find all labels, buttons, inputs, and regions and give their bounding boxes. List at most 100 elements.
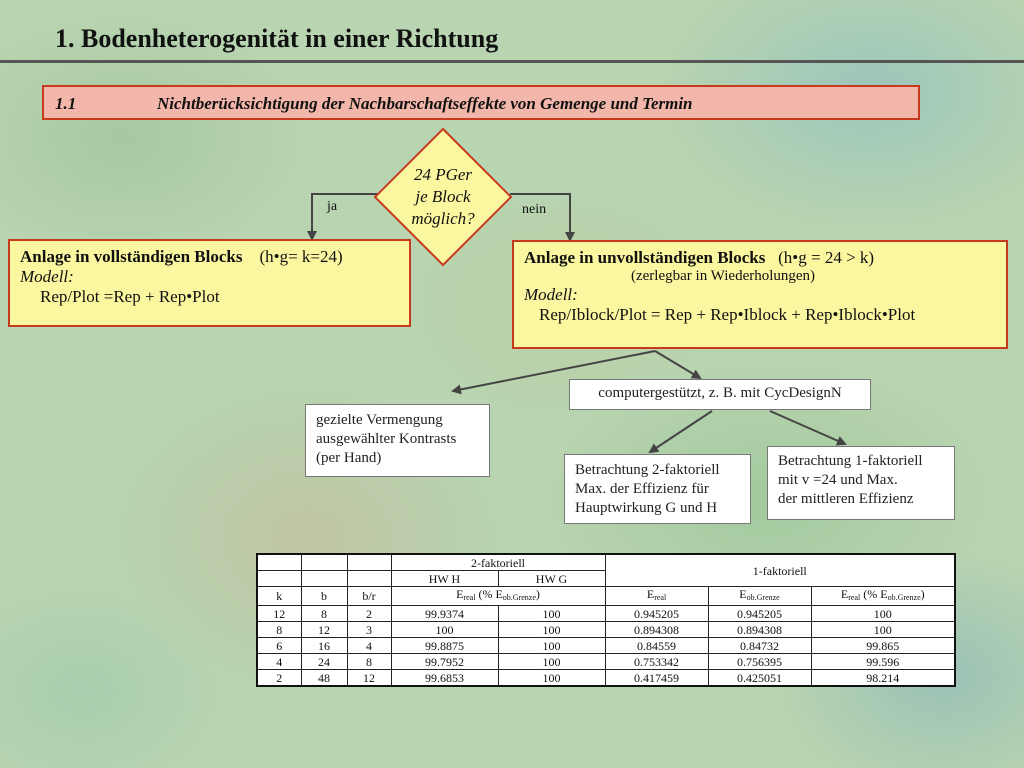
cell-e-pct: 99.865: [810, 637, 956, 654]
cell-b-r: 8: [346, 653, 392, 670]
cell-b: 12: [300, 621, 348, 638]
cell-hw-h: 99.7952: [390, 653, 499, 670]
cell-e-real: 0.84559: [604, 637, 709, 654]
cell-k: 12: [256, 605, 302, 622]
header-blank: [300, 553, 348, 571]
cell-hw-g: 100: [497, 637, 606, 654]
one-factorial-line-1: Betrachtung 1-faktoriell: [778, 453, 923, 469]
manual-line-1: gezielte Vermengung: [316, 412, 443, 428]
e-symbol: E: [739, 587, 747, 602]
decision-line-2: je Block: [413, 187, 471, 206]
header-blank: [256, 570, 302, 587]
table-row: 2 48 12 99.6853 100 0.417459 0.425051 98…: [256, 669, 956, 687]
one-factorial-line-3: der mittleren Effizienz: [778, 491, 914, 507]
cell-e-grenze: 0.425051: [707, 669, 812, 687]
cell-hw-g: 100: [497, 669, 606, 687]
cell-hw-h: 100: [390, 621, 499, 638]
complete-blocks-box: Anlage in vollständigen Blocks (h•g= k=2…: [8, 239, 411, 327]
incomplete-blocks-model: Rep/Iblock/Plot = Rep + Rep•Iblock + Rep…: [539, 305, 916, 324]
connector-yes: [307, 193, 383, 241]
subtitle-text: Nichtberücksichtigung der Nachbarschafts…: [157, 94, 693, 113]
cell-e-grenze: 0.756395: [707, 653, 812, 670]
e-sub-grenze: ob.Grenze: [746, 593, 780, 602]
one-factorial-line-2: mit v =24 und Max.: [778, 472, 898, 488]
table-header-row-3: k b b/r Ereal (% Eob.Grenze) Ereal Eob.G…: [256, 586, 956, 606]
complete-blocks-title: Anlage in vollständigen Blocks: [20, 247, 243, 266]
two-factorial-line-2: Max. der Effizienz für: [575, 481, 709, 497]
e-symbol: E: [456, 587, 464, 602]
e-symbol: E: [840, 587, 849, 602]
complete-blocks-condition: (h•g= k=24): [259, 247, 343, 266]
manual-line-2: ausgewählter Kontrasts: [316, 431, 457, 447]
e-sub-grenze: ob.Grenze: [887, 593, 921, 602]
cell-hw-h: 99.6853: [390, 669, 499, 687]
cell-b-r: 4: [346, 637, 392, 654]
decision-line-1: 24 PGer: [414, 165, 472, 184]
pct-close: ): [920, 587, 925, 602]
header-blank: [300, 570, 348, 587]
cell-k: 4: [256, 653, 302, 670]
table-header-row-1: 2-faktoriell 1-faktoriell: [256, 553, 956, 587]
header-blank: [346, 553, 392, 571]
cell-e-pct: 100: [810, 621, 956, 638]
connector-to-2fakt: [648, 410, 713, 454]
cell-k: 2: [256, 669, 302, 687]
incomplete-blocks-condition: (h•g = 24 > k): [778, 248, 875, 267]
decision-line-3: möglich?: [411, 209, 475, 228]
two-factorial-line-1: Betrachtung 2-faktoriell: [575, 462, 720, 478]
e-sub-grenze: ob.Grenze: [502, 593, 536, 602]
cell-b: 24: [300, 653, 348, 670]
efficiency-table: 2-faktoriell 1-faktoriell HW H HW G k b …: [256, 553, 957, 687]
header-hw-h: HW H: [390, 570, 499, 587]
cell-b-r: 12: [346, 669, 392, 687]
one-factorial-box: Betrachtung 1-faktoriell mit v =24 und M…: [767, 446, 955, 520]
cell-e-grenze: 0.894308: [707, 621, 812, 638]
incomplete-blocks-model-label: Modell:: [524, 285, 578, 304]
e-sub-real: real: [654, 593, 667, 602]
connector-no: [510, 193, 575, 242]
cell-e-pct: 98.214: [810, 669, 956, 687]
cell-e-grenze: 0.84732: [707, 637, 812, 654]
manual-confounding-box: gezielte Vermengung ausgewählter Kontras…: [305, 404, 490, 477]
header-blank: [346, 570, 392, 587]
header-blank: [256, 553, 302, 571]
header-b-r: b/r: [346, 586, 392, 606]
edge-label-no: nein: [522, 202, 547, 217]
incomplete-blocks-note: (zerlegbar in Wiederholungen): [631, 268, 816, 284]
e-symbol: E: [646, 587, 655, 602]
connector-to-computer: [654, 350, 702, 380]
title-divider: [0, 60, 1024, 63]
cell-e-real: 0.753342: [604, 653, 709, 670]
cell-b-r: 3: [346, 621, 392, 638]
cell-e-real: 0.894308: [604, 621, 709, 638]
cell-hw-h: 99.9374: [390, 605, 499, 622]
cell-e-pct: 99.596: [810, 653, 956, 670]
pct-open: (% E: [478, 587, 503, 602]
subtitle-box: 1.1 Nichtberücksichtigung der Nachbarsch…: [42, 85, 920, 120]
cell-b: 8: [300, 605, 348, 622]
cell-b-r: 2: [346, 605, 392, 622]
cell-hw-g: 100: [497, 653, 606, 670]
subtitle-number: 1.1: [55, 94, 77, 113]
manual-line-3: (per Hand): [316, 450, 382, 466]
table-row: 6 16 4 99.8875 100 0.84559 0.84732 99.86…: [256, 637, 956, 654]
incomplete-blocks-title: Anlage in unvollständigen Blocks: [524, 248, 766, 267]
e-sub-real: real: [848, 593, 861, 602]
cell-hw-h: 99.8875: [390, 637, 499, 654]
two-factorial-box: Betrachtung 2-faktoriell Max. der Effizi…: [564, 454, 751, 524]
pct-close: ): [535, 587, 540, 602]
cell-e-pct: 100: [810, 605, 956, 622]
header-e-grenze: Eob.Grenze: [707, 586, 812, 606]
table-row: 12 8 2 99.9374 100 0.945205 0.945205 100: [256, 605, 956, 622]
connector-to-gezielt: [451, 350, 656, 395]
cell-e-real: 0.945205: [604, 605, 709, 622]
page-title: 1. Bodenheterogenität in einer Richtung: [55, 24, 499, 53]
cell-k: 8: [256, 621, 302, 638]
table-row: 4 24 8 99.7952 100 0.753342 0.756395 99.…: [256, 653, 956, 670]
decision-diamond: [373, 127, 513, 267]
complete-blocks-model: Rep/Plot =Rep + Rep•Plot: [40, 287, 220, 306]
cell-e-grenze: 0.945205: [707, 605, 812, 622]
table-header-row-2: HW H HW G: [256, 570, 955, 587]
cell-b: 48: [300, 669, 348, 687]
